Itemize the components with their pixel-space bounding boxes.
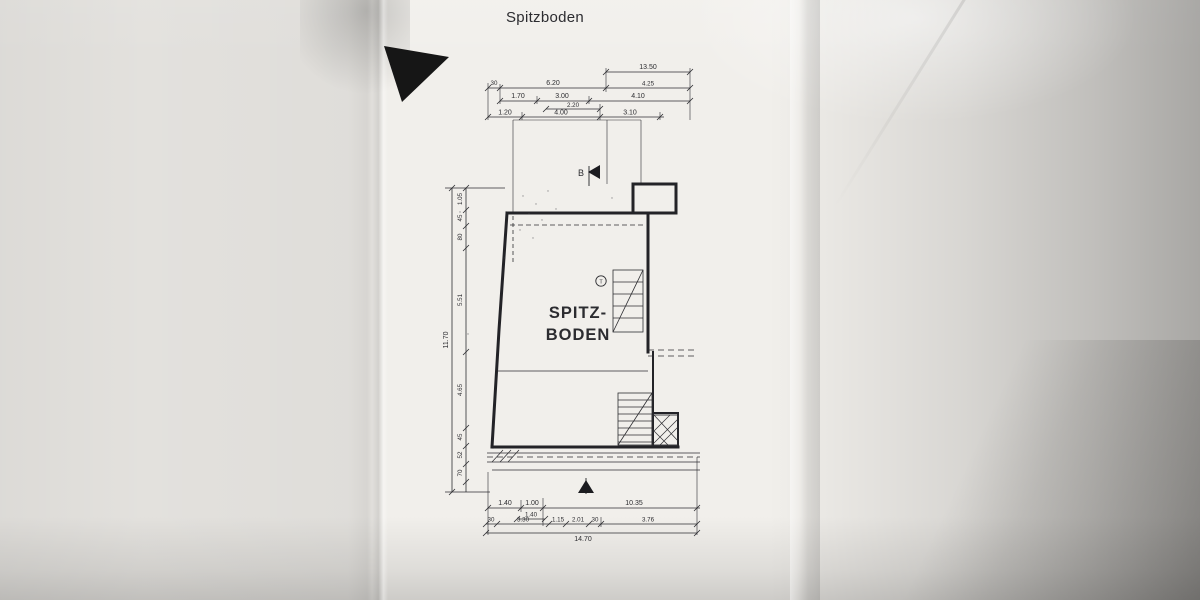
left-dimension-lines bbox=[445, 184, 505, 496]
dim-label: 14.70 bbox=[574, 536, 592, 543]
plan-title: Spitzboden bbox=[506, 9, 584, 26]
lower-stair bbox=[617, 392, 653, 446]
dim-label: 30 bbox=[592, 517, 599, 524]
dim-label: 4.65 bbox=[457, 383, 464, 396]
symbol-letter: T bbox=[599, 280, 603, 286]
photocopy-speckles bbox=[459, 190, 613, 335]
dim-label: 6.20 bbox=[546, 80, 560, 87]
dim-label: 1.40 bbox=[498, 500, 512, 507]
section-arrow-icon bbox=[588, 165, 600, 179]
dim-label: 80 bbox=[457, 233, 464, 240]
dim-label: 13.50 bbox=[639, 64, 657, 71]
dim-label: 5.51 bbox=[457, 293, 464, 306]
hatched-block bbox=[651, 414, 679, 446]
dim-label: 1.00 bbox=[525, 500, 539, 507]
section-arrow-icon bbox=[578, 480, 594, 493]
dim-label: 30 bbox=[488, 517, 495, 524]
dim-label: 1.70 bbox=[511, 93, 525, 100]
dim-label: 45 bbox=[457, 433, 464, 440]
dim-label: 2.20 bbox=[567, 102, 580, 109]
dim-label: 4.25 bbox=[642, 81, 655, 88]
top-dimension-lines bbox=[484, 68, 694, 212]
bottom-dimension-lines bbox=[482, 457, 701, 537]
dim-label: 70 bbox=[457, 469, 464, 476]
dim-label: 1.05 bbox=[457, 192, 464, 205]
section-marker-b-bottom bbox=[578, 478, 594, 494]
smoke-pipe-symbol: T bbox=[595, 275, 607, 287]
plan-thin-lines bbox=[487, 216, 700, 471]
bottom-dimension-labels: 1.40 1.00 10.35 1.40 30 3.30 1.15 2.01 3… bbox=[488, 500, 655, 543]
black-corner-marker bbox=[384, 46, 449, 102]
section-marker-letter: B bbox=[578, 168, 584, 178]
dim-label: 1.15 bbox=[552, 517, 565, 524]
dim-label: 3.10 bbox=[623, 110, 637, 117]
dim-label: 45 bbox=[457, 214, 464, 221]
dim-label: 10.35 bbox=[625, 500, 643, 507]
dim-label: 52 bbox=[457, 451, 464, 458]
dim-label: 3.30 bbox=[517, 517, 530, 524]
dim-label: 3.00 bbox=[555, 93, 569, 100]
dim-label: 30 bbox=[491, 80, 498, 87]
dim-label: 2.01 bbox=[572, 517, 585, 524]
dim-label: 4.10 bbox=[631, 93, 645, 100]
room-label: SPITZ- BODEN bbox=[546, 304, 611, 344]
section-marker-b-top: B bbox=[578, 165, 600, 186]
dim-label: 3.76 bbox=[642, 517, 655, 524]
dim-label: 1.20 bbox=[498, 110, 512, 117]
dim-label: 1.40 bbox=[525, 512, 538, 519]
top-dimension-labels: 13.50 30 6.20 4.25 1.70 3.00 4.10 2.20 1… bbox=[491, 64, 657, 117]
left-dimension-labels: 1.05 45 80 5.51 4.65 45 52 70 11.70 bbox=[443, 192, 464, 476]
dim-label: 4.00 bbox=[554, 110, 568, 117]
room-label-line2: BODEN bbox=[546, 326, 611, 344]
room-label-line1: SPITZ- bbox=[549, 304, 607, 322]
upper-stair bbox=[612, 269, 644, 333]
dim-label: 11.70 bbox=[443, 331, 450, 348]
